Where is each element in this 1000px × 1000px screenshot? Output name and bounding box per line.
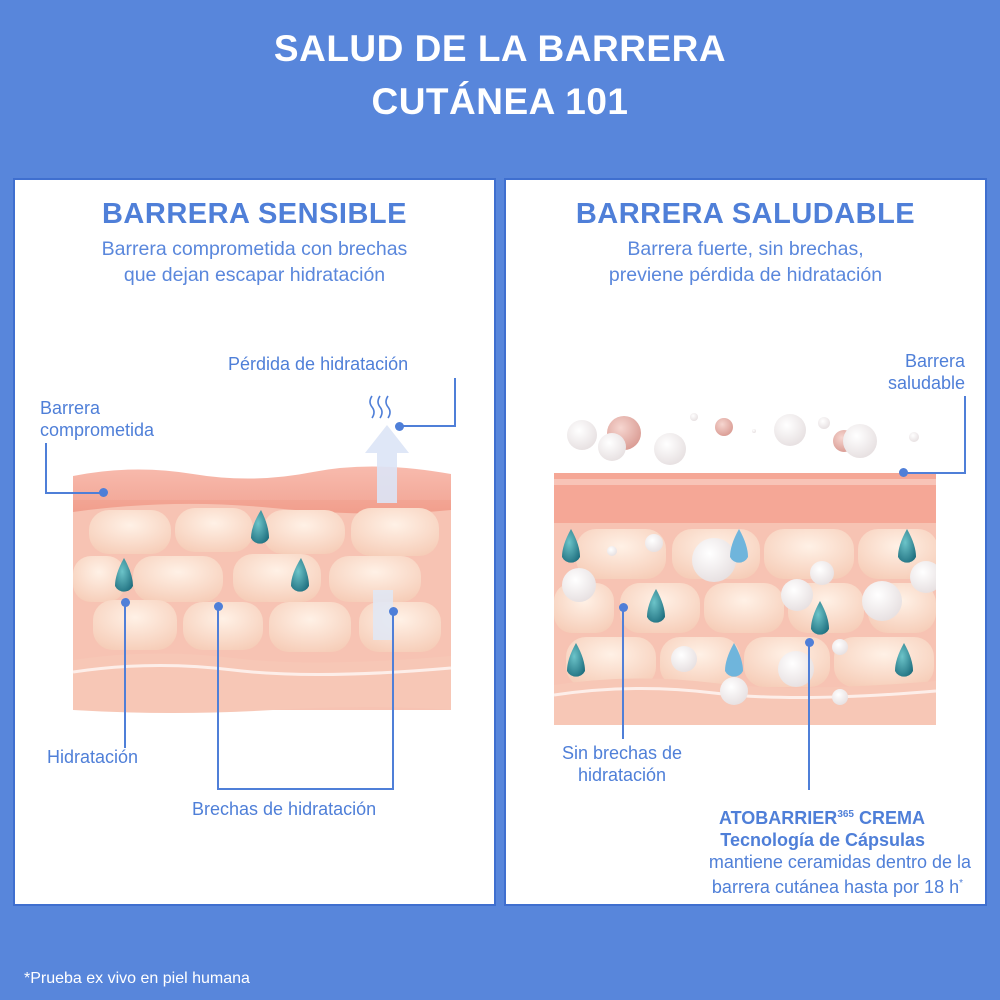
vapor-icon bbox=[369, 395, 391, 419]
product-name: ATOBARRIER365 CREMA bbox=[719, 804, 925, 829]
healthy-barrier-panel: BARRERA SALUDABLE Barrera fuerte, sin br… bbox=[504, 178, 987, 906]
panel-heading: BARRERA SENSIBLE bbox=[101, 198, 407, 230]
no-gaps-label: Sin brechas de hidratación bbox=[536, 742, 708, 786]
asterisk: * bbox=[959, 878, 963, 889]
title-line-2: CUTÁNEA 101 bbox=[371, 81, 629, 122]
label-line: Barrera bbox=[40, 398, 101, 418]
cells bbox=[73, 508, 441, 652]
desc-text: barrera cutánea hasta por 18 h bbox=[711, 877, 960, 897]
gaps-label: Brechas de hidratación bbox=[192, 799, 377, 819]
label-line: hidratación bbox=[577, 765, 667, 785]
subtitle-line-1: Barrera comprometida con brechas bbox=[101, 238, 408, 260]
arrow-up-icon bbox=[365, 425, 409, 503]
compromised-barrier-label: Barrera comprometida bbox=[40, 397, 154, 441]
panel-heading: BARRERA SALUDABLE bbox=[575, 198, 916, 230]
technology-label: Tecnología de Cápsulas bbox=[720, 830, 925, 850]
panel-subtitle: Barrera comprometida con brechas que dej… bbox=[15, 236, 494, 288]
product-brand: ATOBARRIER bbox=[718, 808, 838, 828]
hydration-label: Hidratación bbox=[47, 747, 139, 767]
description-line-2: barrera cutánea hasta por 18 h* bbox=[712, 873, 963, 898]
label-line: Sin brechas de bbox=[561, 743, 683, 763]
footnote: *Prueba ex vivo en piel humana bbox=[24, 970, 250, 987]
healthy-barrier-label: Barrera saludable bbox=[888, 350, 965, 394]
description-line-1: mantiene ceramidas dentro de la bbox=[708, 852, 971, 872]
product-suffix: CREMA bbox=[854, 808, 925, 828]
healthy-skin-illustration bbox=[554, 413, 936, 725]
panel-subtitle: Barrera fuerte, sin brechas, previene pé… bbox=[506, 236, 985, 288]
subtitle-line-2: que dejan escapar hidratación bbox=[123, 264, 386, 286]
sensitive-barrier-panel: BARRERA SENSIBLE Barrera comprometida co… bbox=[13, 178, 496, 906]
water-loss-label: Pérdida de hidratación bbox=[228, 354, 409, 374]
title-line-1: SALUD DE LA BARRERA bbox=[273, 28, 727, 69]
page-title: SALUD DE LA BARRERA CUTÁNEA 101 bbox=[0, 22, 1000, 128]
subtitle-line-1: Barrera fuerte, sin brechas, bbox=[627, 238, 864, 260]
label-line: saludable bbox=[887, 373, 965, 393]
subtitle-line-2: previene pérdida de hidratación bbox=[608, 264, 883, 286]
product-sup: 365 bbox=[837, 809, 854, 820]
label-line: comprometida bbox=[40, 420, 155, 440]
compromised-skin-illustration bbox=[73, 466, 451, 713]
label-line: Barrera bbox=[904, 351, 965, 371]
